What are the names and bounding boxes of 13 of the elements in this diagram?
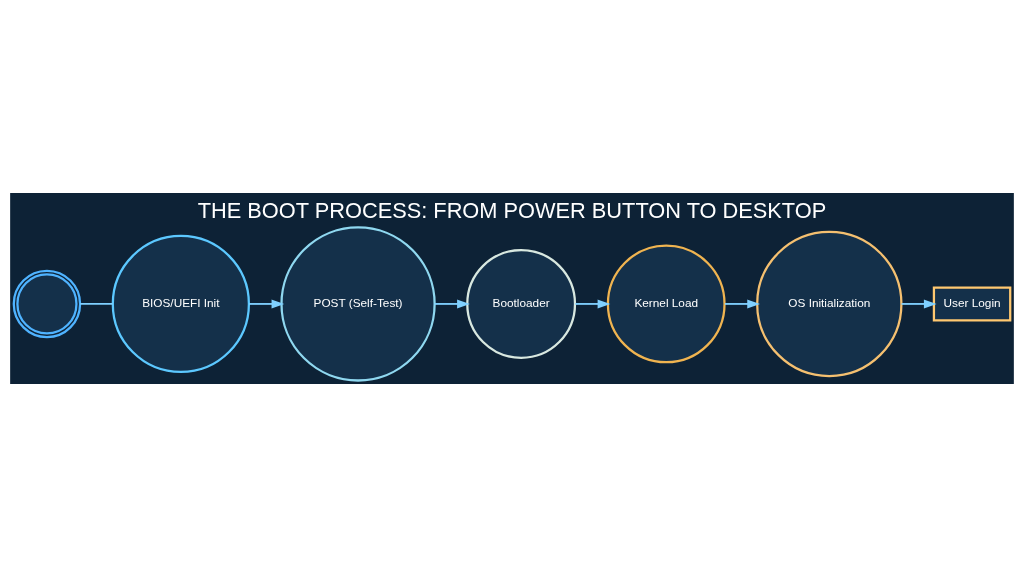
node-circle: OS Initialization: [756, 230, 903, 377]
arrow: [900, 298, 937, 308]
arrow: [574, 298, 611, 308]
connector: [79, 302, 114, 305]
arrow: [433, 298, 470, 308]
arrow: [724, 298, 760, 308]
diagram-title: THE BOOT PROCESS: FROM POWER BUTTON TO DESKTOP: [197, 197, 827, 223]
node-box: User Login: [932, 285, 1012, 321]
arrow: [248, 298, 285, 308]
node-circle: Kernel Load: [606, 244, 726, 363]
node-circle: Bootloader: [466, 248, 577, 359]
node-circle: BIOS/UEFI Init: [111, 234, 251, 373]
node-circle: POST (Self-Test): [280, 225, 436, 382]
